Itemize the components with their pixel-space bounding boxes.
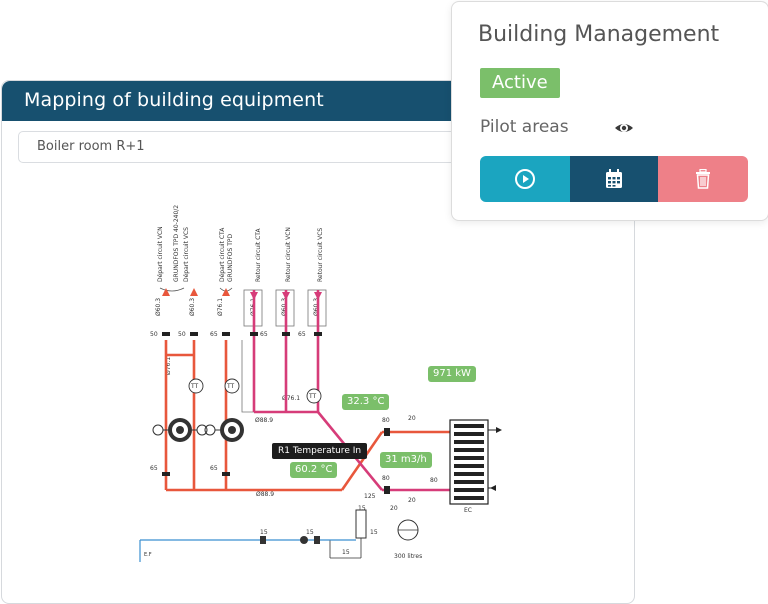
pump-label-2: GRUNDFOS TPD	[227, 234, 234, 282]
pilot-areas-label: Pilot areas	[480, 117, 569, 137]
num-5: 65	[150, 465, 158, 472]
eye-icon[interactable]	[614, 119, 634, 137]
circuit-label-5: Retour circuit VCN	[285, 227, 292, 282]
circuit-label-6: Retour circuit VCS	[317, 228, 324, 282]
tank-label: 300 litres	[394, 553, 422, 560]
num-15: 15	[260, 529, 268, 536]
num-8: 80	[382, 417, 390, 424]
num-7: 65	[298, 331, 306, 338]
circuit-label-4: Retour circuit CTA	[255, 227, 262, 282]
num-11: 125	[364, 493, 376, 500]
num-10: 80	[382, 475, 390, 482]
sensor-tt-3: TT	[308, 393, 317, 400]
delete-button[interactable]	[658, 156, 748, 202]
pipe-label-5: Ø60.3	[281, 298, 288, 316]
num-16: 15	[306, 529, 314, 536]
building-management-popup: Building Management Active Pilot areas	[451, 1, 768, 221]
popup-title: Building Management	[478, 22, 720, 47]
num-2: 50	[178, 331, 186, 338]
svg-text:E.F: E.F	[144, 552, 152, 558]
circuit-label-2: Départ circuit VCS	[183, 227, 190, 282]
pipe-label-8: Ø88.9	[255, 417, 273, 424]
num-1: 50	[150, 331, 158, 338]
play-button[interactable]	[480, 156, 570, 202]
action-buttons	[480, 156, 748, 202]
pump-icon	[204, 418, 244, 442]
pipe-label-10: Ø88.9	[256, 491, 274, 498]
circuit-label-1: Départ circuit VCN	[157, 226, 164, 282]
play-icon	[515, 169, 535, 189]
status-badge: Active	[480, 68, 560, 98]
trash-icon	[696, 169, 710, 189]
calendar-icon	[606, 169, 622, 188]
pipe-label-9: Ø76.1	[282, 395, 300, 402]
pipe-label-7: Ø76.1	[165, 357, 172, 375]
reading-flow: 31 m3/h	[380, 452, 432, 468]
pipe-label-2: Ø60.3	[189, 298, 196, 316]
reading-temp-return: 32.3 °C	[342, 394, 390, 410]
room-select-value: Boiler room R+1	[37, 139, 145, 154]
heat-exchanger: EC	[449, 419, 502, 514]
reading-power: 971 kW	[428, 366, 476, 382]
sensor-tt-2: TT	[226, 383, 235, 390]
num-6: 65	[210, 465, 218, 472]
num-9: 20	[408, 415, 416, 422]
hydraulic-diagram: Départ circuit VCN GRUNDFOS TPD 40-240/2…	[139, 205, 502, 562]
num-12: 80	[430, 477, 438, 484]
calendar-button[interactable]	[570, 156, 658, 202]
num-4: 65	[260, 331, 268, 338]
tooltip-r1: R1 Temperature In	[272, 443, 368, 459]
num-19: 15	[358, 505, 366, 512]
num-18: 15	[370, 529, 378, 536]
card-title: Mapping of building equipment	[24, 89, 324, 111]
reading-temp-r1: 60.2 °C	[290, 462, 338, 478]
exchanger-label: EC	[464, 507, 472, 514]
num-17: 15	[342, 549, 350, 556]
num-14: 20	[390, 505, 398, 512]
circuit-label-3: Départ circuit CTA	[219, 227, 226, 282]
pipe-label-6: Ø60.3	[313, 298, 320, 316]
pipe-label-3: Ø76.1	[217, 298, 224, 316]
num-3: 65	[210, 331, 218, 338]
pump-icon	[152, 418, 208, 442]
expansion-tank: 300 litres	[394, 519, 422, 560]
pipe-label-1: Ø60.3	[155, 298, 162, 316]
sensor-tt-1: TT	[190, 383, 199, 390]
num-13: 20	[408, 497, 416, 504]
pump-label-1: GRUNDFOS TPD 40-240/2	[173, 205, 180, 282]
